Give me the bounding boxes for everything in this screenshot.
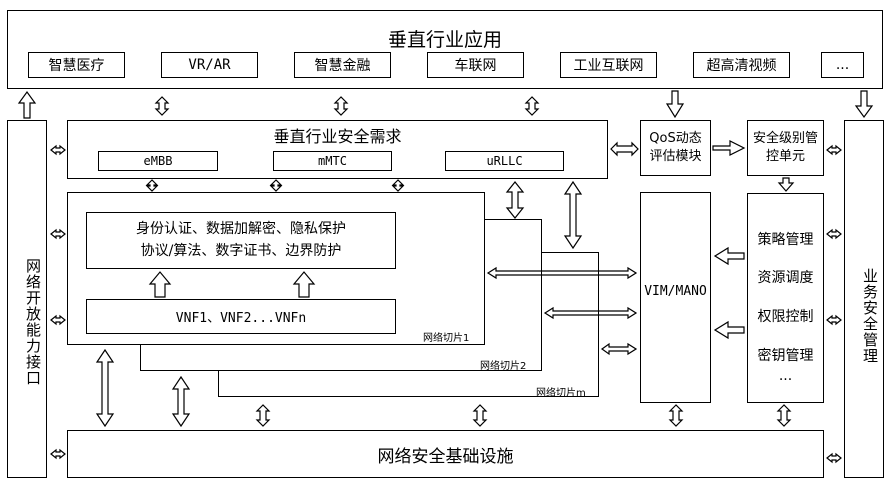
arrow-vim-infra <box>668 404 684 427</box>
security-level-label: 安全级别管控单元 <box>752 131 818 164</box>
mgmt-policy: 策略管理 <box>757 232 814 248</box>
arrow-left-2 <box>50 228 66 240</box>
security-functions-box <box>86 212 396 269</box>
arrow-qos-down <box>665 90 685 119</box>
arrow-req-slice-3 <box>391 179 405 192</box>
vnf-label: VNF1、VNF2...VNFn <box>175 310 307 326</box>
network-open-interface-box <box>7 120 47 478</box>
arrow-app-req-2 <box>333 96 349 116</box>
arrow-qos-to-level <box>712 140 746 156</box>
arrow-vnf-to-func-1 <box>148 271 172 298</box>
business-security-label: 业务安全管理 <box>861 268 879 364</box>
app-vr-ar: VR/AR <box>161 52 258 78</box>
arrow-right-2 <box>826 228 842 240</box>
arrow-left-3 <box>50 314 66 326</box>
arrow-slice2-vim <box>543 306 638 320</box>
arrow-req-qos <box>610 141 639 157</box>
arrow-left-1 <box>50 144 66 156</box>
arrow-req-slice-2 <box>269 179 283 192</box>
app-smart-healthcare: 智慧医疗 <box>28 52 125 78</box>
security-level-unit <box>747 120 824 176</box>
security-requirements-title: 垂直行业安全需求 <box>273 127 402 146</box>
arrow-req-slicem <box>563 180 583 250</box>
slice-1-label: 网络切片1 <box>423 333 470 344</box>
vim-mano-label: VIM/MANO <box>644 284 707 299</box>
security-functions-line2: 协议/算法、数字证书、边界防护 <box>140 243 342 259</box>
arrow-level-to-mgmt <box>777 177 795 192</box>
arrow-slice2-infra <box>171 375 191 428</box>
arrow-mgmt-infra <box>776 404 792 427</box>
infrastructure-label: 网络安全基础设施 <box>377 446 514 467</box>
app-more: ... <box>821 52 864 78</box>
security-functions-line1: 身份认证、数据加解密、隐私保护 <box>136 221 346 237</box>
management-box <box>747 193 824 403</box>
arrow-app-req-1 <box>154 96 170 116</box>
scenario-mmtc: mMTC <box>273 151 392 171</box>
app-layer-title: 垂直行业应用 <box>387 28 502 51</box>
arrow-right-4 <box>826 452 842 464</box>
vim-mano-box <box>640 192 711 403</box>
arrow-mgmt-vim-2 <box>713 320 745 340</box>
arrow-req-slice-1 <box>145 179 159 192</box>
app-smart-finance: 智慧金融 <box>294 52 391 78</box>
qos-evaluation-module <box>640 120 711 176</box>
app-connected-vehicles: 车联网 <box>427 52 524 78</box>
vnf-box <box>86 299 396 334</box>
scenario-embb: eMBB <box>98 151 218 171</box>
arrow-slicem-infra-2 <box>472 404 488 427</box>
arrow-business-down <box>854 90 874 119</box>
arrow-slicem-vim <box>600 342 638 356</box>
arrow-left-4 <box>50 448 66 460</box>
mgmt-access-control: 权限控制 <box>757 309 814 325</box>
qos-evaluation-label: QoS动态评估模块 <box>649 131 702 164</box>
scenario-urllc: uRLLC <box>445 151 564 171</box>
infrastructure-box <box>67 430 824 478</box>
arrow-app-req-3 <box>524 96 540 116</box>
arrow-slice1-infra <box>95 348 115 428</box>
arrow-slicem-infra-1 <box>255 404 271 427</box>
arrow-right-1 <box>826 144 842 156</box>
slice-m-label: 网络切片m <box>536 388 586 399</box>
arrow-slice1-vim <box>486 266 638 280</box>
arrow-vnf-to-func-2 <box>292 271 316 298</box>
arrow-right-3 <box>826 314 842 326</box>
slice-2-label: 网络切片2 <box>480 361 527 372</box>
mgmt-key-management: 密钥管理 <box>757 348 814 364</box>
mgmt-resource-scheduling: 资源调度 <box>757 270 814 286</box>
business-security-box <box>844 120 884 478</box>
arrow-mgmt-vim-1 <box>713 246 745 266</box>
arrow-req-slice2 <box>505 181 525 219</box>
app-uhd-video: 超高清视频 <box>693 52 790 78</box>
app-industrial-internet: 工业互联网 <box>560 52 657 78</box>
mgmt-more: ... <box>778 368 793 384</box>
arrow-interface-up <box>17 90 37 119</box>
network-open-interface-label: 网络开放能力接口 <box>24 258 42 386</box>
